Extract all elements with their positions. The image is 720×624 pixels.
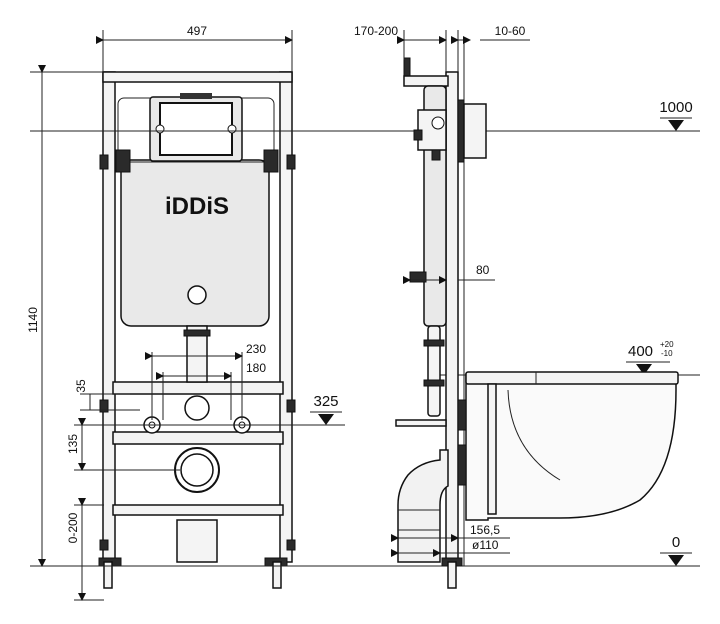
dim-35: 35 <box>74 379 88 393</box>
dim-135: 135 <box>66 434 80 454</box>
svg-text:400: 400 <box>628 343 653 360</box>
svg-text:-10: -10 <box>661 349 673 358</box>
level-325: 325 <box>310 393 342 425</box>
dim-180: 180 <box>246 361 266 375</box>
dim-wall-range: 10-60 <box>495 24 526 38</box>
dim-leg-range: 0-200 <box>66 512 80 543</box>
dim-230: 230 <box>246 342 266 356</box>
dim-frame-width: 497 <box>187 24 207 38</box>
front-view: iDDiS 497 1140 35 135 <box>26 24 296 601</box>
dim-total-height: 1140 <box>26 307 40 333</box>
brand-logo: iDDiS <box>165 193 229 220</box>
dim-80: 80 <box>476 263 490 277</box>
svg-text:+20: +20 <box>660 340 674 349</box>
level-400: 400 +20 -10 <box>626 340 674 375</box>
svg-text:325: 325 <box>313 393 338 410</box>
level-0: 0 <box>660 534 692 566</box>
svg-text:1000: 1000 <box>659 99 692 116</box>
dim-drain-offset: 156,5 <box>470 523 500 537</box>
level-1000: 1000 <box>659 99 693 131</box>
dim-drain-diameter: ø110 <box>472 538 499 552</box>
svg-text:0: 0 <box>672 534 680 551</box>
dim-depth-range: 170-200 <box>354 24 398 38</box>
side-view: 170-200 10-60 80 156,5 ø110 <box>354 24 679 589</box>
